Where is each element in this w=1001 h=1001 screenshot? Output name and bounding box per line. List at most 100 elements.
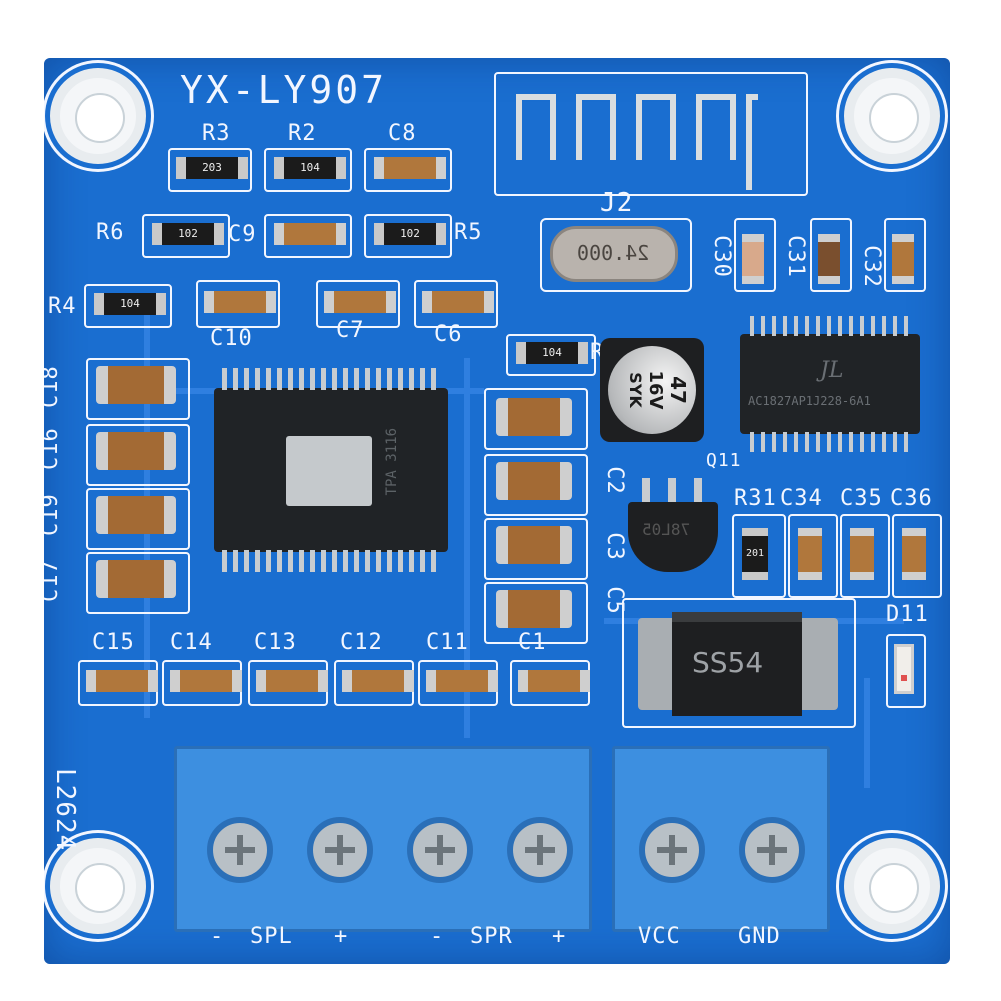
footprint-c4	[484, 582, 588, 644]
capacitor-c19	[96, 496, 176, 534]
terminal-label-spr-plus: +	[552, 924, 567, 949]
bluetooth-ic: JL AC1827AP1J228-6A1	[740, 334, 920, 434]
antenna-trace	[636, 94, 676, 160]
regulator-marking: 78L05	[642, 520, 691, 539]
resistor-r1: 104	[516, 342, 588, 364]
electrolytic-capacitor-brand: SYK	[626, 372, 645, 408]
antenna-trace	[696, 94, 736, 160]
label-c2: C2	[601, 466, 627, 495]
resistor-r5: 102	[374, 223, 446, 245]
label-j2: J2	[600, 188, 634, 218]
footprint-c31	[810, 218, 852, 292]
mounting-hole-top-right	[844, 68, 940, 164]
diode-marking: SS54	[692, 646, 764, 679]
terminal-wire-holes	[177, 749, 589, 791]
board-model-label: YX-LY907	[180, 68, 388, 112]
label-c30: C30	[708, 235, 734, 278]
footprint-c2	[484, 388, 588, 450]
resistor-r6: 102	[152, 223, 224, 245]
capacitor-c13	[256, 670, 328, 692]
footprint-r31	[732, 514, 786, 598]
label-c11: C11	[426, 630, 469, 655]
terminal-label-spl: SPL	[250, 924, 293, 949]
label-c9: C9	[228, 222, 257, 247]
footprint-c32	[884, 218, 926, 292]
terminal-label-spl-plus: +	[334, 924, 349, 949]
led-d11	[894, 644, 914, 694]
amplifier-ic-pins-top	[222, 368, 442, 390]
capacitor-c35	[850, 528, 874, 580]
antenna-trace	[576, 94, 616, 160]
regulator-body: 78L05	[628, 502, 718, 572]
pcb-board: YX-LY907 J2 24.000 R3 203 R2 104 C8 R6 1	[44, 58, 950, 964]
electrolytic-capacitor: 47 16V SYK	[600, 338, 704, 442]
capacitor-c32	[892, 234, 914, 284]
label-r6: R6	[96, 220, 125, 245]
label-c36: C36	[890, 486, 933, 511]
capacitor-c2	[496, 398, 572, 436]
mounting-hole-bottom-right	[844, 838, 940, 934]
footprint-c19	[86, 488, 190, 550]
label-c18: C18	[44, 365, 63, 408]
label-c12: C12	[340, 630, 383, 655]
bluetooth-ic-pins-bottom	[750, 432, 910, 452]
terminal-label-spl-minus: -	[210, 924, 225, 949]
electrolytic-capacitor-value: 47	[666, 376, 690, 404]
capacitor-c18	[96, 366, 176, 404]
label-c19: C19	[44, 493, 63, 536]
crystal-frequency-text: 24.000	[577, 241, 650, 265]
led-die	[901, 675, 907, 681]
label-r3: R3	[202, 121, 231, 146]
footprint-c18	[86, 358, 190, 420]
resistor-r31: 201	[742, 528, 768, 580]
amplifier-ic: TPA 3116	[214, 388, 448, 552]
speaker-terminal-block	[174, 746, 592, 932]
capacitor-c30	[742, 234, 764, 284]
footprint-c35	[840, 514, 890, 598]
capacitor-c31	[818, 234, 840, 284]
footprint-c34	[788, 514, 838, 598]
screw-terminal-spl-minus[interactable]	[207, 817, 273, 883]
trace	[864, 678, 870, 788]
terminal-label-gnd: GND	[738, 924, 781, 949]
screw-terminal-spr-plus[interactable]	[507, 817, 573, 883]
label-r4: R4	[48, 294, 77, 319]
capacitor-c16	[96, 432, 176, 470]
schottky-diode: SS54	[638, 612, 838, 716]
screw-terminal-vcc[interactable]	[639, 817, 705, 883]
pcb-antenna	[494, 72, 808, 196]
label-c10: C10	[210, 326, 253, 351]
footprint-r4	[84, 284, 172, 328]
label-c7: C7	[336, 318, 365, 343]
footprint-r6	[142, 214, 230, 258]
label-r5: R5	[454, 220, 483, 245]
electrolytic-capacitor-voltage: 16V	[645, 370, 666, 410]
capacitor-c7	[324, 291, 396, 313]
footprint-c7	[316, 280, 400, 328]
label-c14: C14	[170, 630, 213, 655]
label-c8: C8	[388, 121, 417, 146]
footprint-c9	[264, 214, 352, 258]
label-d11: D11	[886, 602, 929, 627]
amplifier-ic-marking: TPA 3116	[384, 428, 400, 496]
voltage-regulator: 78L05	[628, 478, 718, 588]
crystal-body: 24.000	[550, 226, 678, 282]
footprint-c8	[364, 148, 452, 192]
footprint-d11	[886, 634, 926, 708]
footprint-c6	[414, 280, 498, 328]
footprint-r2	[264, 148, 352, 192]
mounting-hole-bottom-left	[50, 838, 146, 934]
capacitor-c3	[496, 462, 572, 500]
capacitor-c36	[902, 528, 926, 580]
footprint-r5	[364, 214, 452, 258]
screw-terminal-spr-minus[interactable]	[407, 817, 473, 883]
screw-terminal-gnd[interactable]	[739, 817, 805, 883]
capacitor-c5	[496, 526, 572, 564]
label-c16: C16	[44, 427, 63, 470]
bluetooth-ic-pins-top	[750, 316, 910, 336]
footprint-c36	[892, 514, 942, 598]
screw-terminal-spl-plus[interactable]	[307, 817, 373, 883]
power-terminal-block	[612, 746, 830, 932]
cathode-band	[672, 612, 802, 622]
capacitor-c4	[496, 590, 572, 628]
